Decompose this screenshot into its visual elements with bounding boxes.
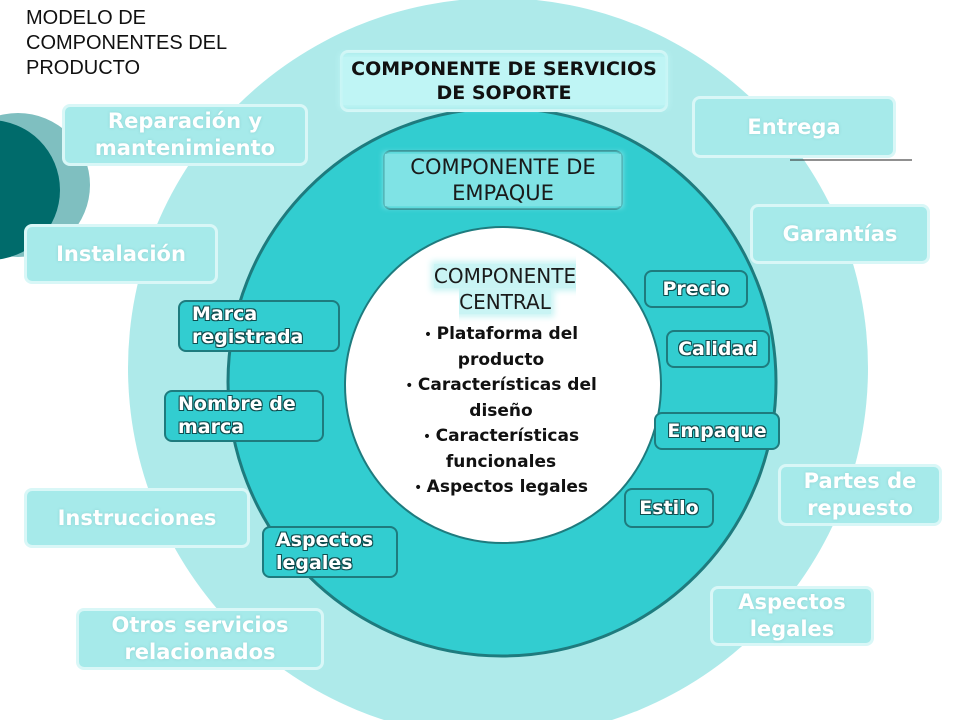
core-list-item: Plataforma del producto (392, 322, 610, 373)
outer-item-instrucciones: Instrucciones (24, 488, 250, 548)
middle-item-precio: Precio (644, 270, 748, 308)
outer-item-instalacion: Instalación (24, 224, 218, 284)
core-list-item: Características funcionales (392, 424, 610, 475)
outer-item-label: Reparación y mantenimiento (94, 109, 276, 160)
support-component-label: COMPONENTE DE SERVICIOS DE SOPORTE (343, 57, 665, 105)
support-component-box: COMPONENTE DE SERVICIOS DE SOPORTE (340, 50, 668, 112)
middle-item-label: Precio (662, 277, 730, 300)
core-component-label: COMPONENTE CENTRAL (433, 264, 577, 314)
middle-item-label: Marca registrada (192, 303, 304, 348)
outer-item-label: Partes de repuesto (803, 469, 917, 520)
middle-item-label: Aspectos legales (276, 529, 374, 574)
core-list-item: Aspectos legales (392, 475, 610, 501)
middle-item-label: Calidad (678, 337, 758, 360)
packaging-component-box: COMPONENTE DE EMPAQUE (383, 150, 623, 210)
outer-item-label: Instrucciones (57, 505, 217, 530)
middle-item-label: Estilo (639, 496, 699, 519)
outer-item-label: Instalación (56, 241, 186, 266)
outer-item-reparacion: Reparación y mantenimiento (62, 104, 308, 166)
outer-item-legales: Aspectos legales (710, 586, 874, 646)
outer-item-repuestos: Partes de repuesto (778, 464, 942, 526)
outer-item-otros: Otros servicios relacionados (76, 608, 324, 670)
packaging-component-label: COMPONENTE DE EMPAQUE (385, 154, 621, 206)
outer-item-label: Aspectos legales (738, 590, 846, 641)
outer-item-entrega: Entrega (692, 96, 896, 158)
middle-item-nombre-marca: Nombre de marca (164, 390, 324, 442)
middle-item-empaque: Empaque (654, 412, 780, 450)
middle-item-marca-registrada: Marca registrada (178, 300, 340, 352)
middle-item-calidad: Calidad (666, 330, 770, 368)
outer-item-garantias: Garantías (750, 204, 930, 264)
page-title: MODELO DE COMPONENTES DEL PRODUCTO (26, 7, 227, 79)
core-component-list: Plataforma del producto Características … (392, 322, 610, 501)
outer-item-label: Garantías (782, 221, 898, 246)
middle-item-aspectos-legales: Aspectos legales (262, 526, 398, 578)
core-list-item: Características del diseño (392, 373, 610, 424)
middle-item-label: Empaque (667, 419, 767, 442)
outer-item-label: Entrega (747, 114, 841, 139)
middle-item-estilo: Estilo (624, 488, 714, 528)
core-component-title: COMPONENTE CENTRAL (385, 263, 625, 315)
outer-item-label: Otros servicios relacionados (111, 613, 289, 664)
middle-item-label: Nombre de marca (178, 393, 296, 438)
